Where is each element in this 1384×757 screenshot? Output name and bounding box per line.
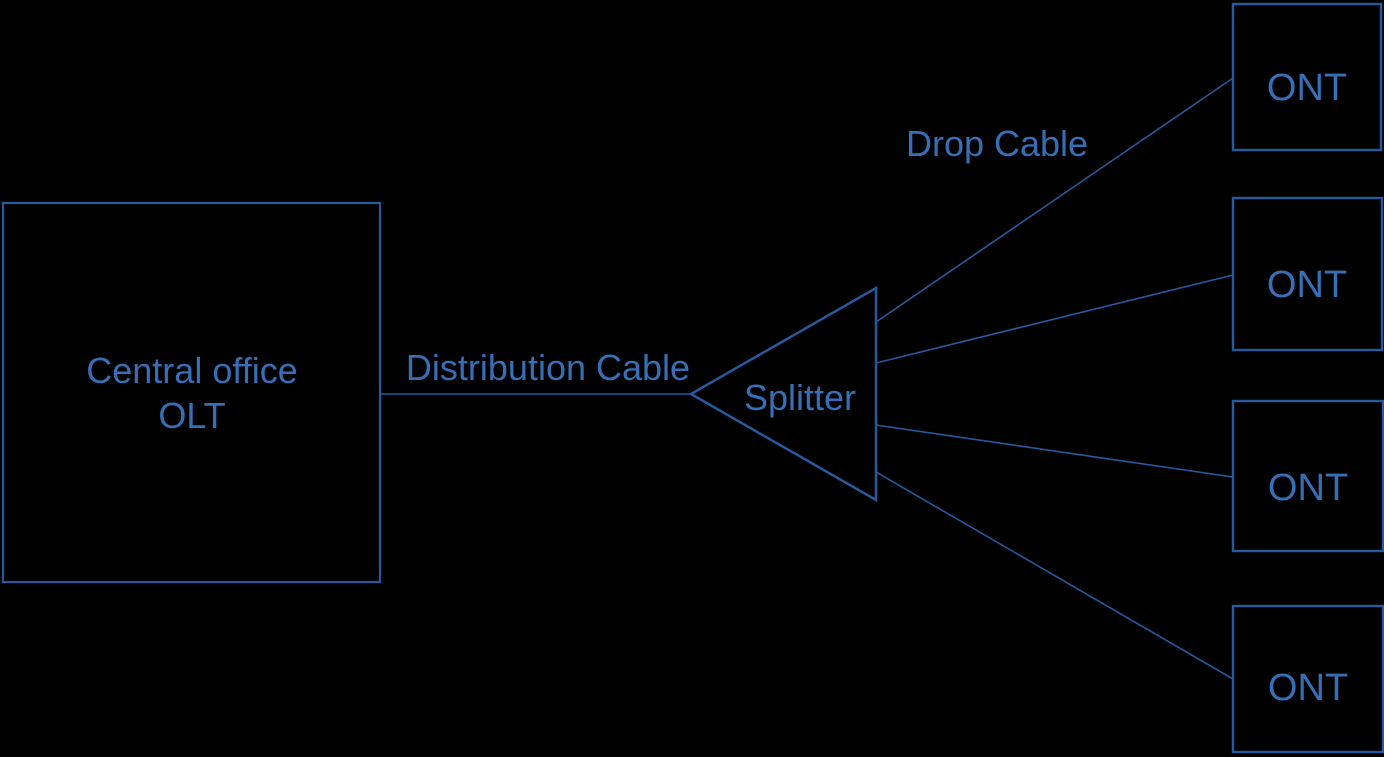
drop-cable-label: Drop Cable [906, 123, 1088, 164]
ont-box-3 [1231, 399, 1384, 553]
splitter-label: Splitter [744, 377, 856, 418]
central-office-label-line1: Central office [86, 350, 297, 391]
ont-box-4 [1231, 604, 1384, 754]
central-office-label-line2: OLT [158, 395, 225, 436]
distribution-cable-label: Distribution Cable [406, 347, 690, 388]
drop-cable-line-2 [875, 274, 1234, 364]
ont-box-2 [1231, 196, 1384, 352]
drop-cable-line-1 [875, 77, 1234, 323]
ont-box-1 [1231, 2, 1383, 152]
drop-cable-line-3 [875, 424, 1234, 478]
ont-label-4: ONT [1268, 667, 1348, 709]
splitter-triangle [688, 285, 878, 503]
drop-cable-line-4 [875, 471, 1234, 680]
ont-label-3: ONT [1268, 467, 1348, 509]
central-office-olt-box [1, 201, 382, 584]
ont-label-2: ONT [1267, 264, 1347, 306]
ont-label-1: ONT [1267, 67, 1347, 109]
